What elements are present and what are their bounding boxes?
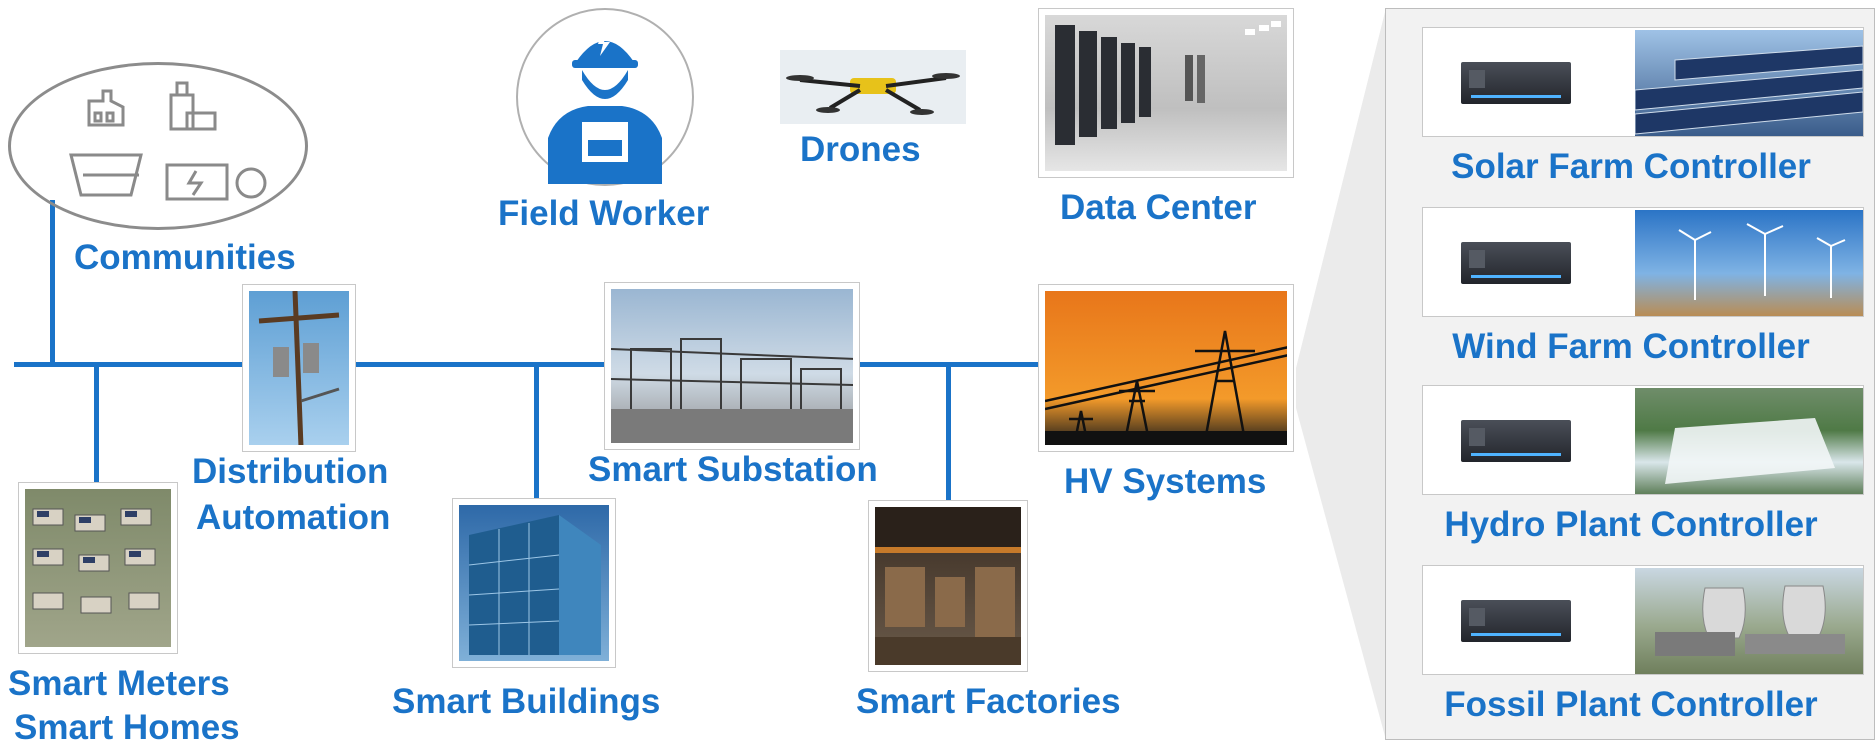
utility-pole-icon bbox=[258, 291, 340, 445]
field-worker-icon bbox=[548, 32, 662, 184]
transmission-towers-icon bbox=[1045, 330, 1287, 445]
homes-connector bbox=[94, 364, 99, 484]
data-center-label: Data Center bbox=[1060, 188, 1257, 227]
controller-rack-icon bbox=[1461, 600, 1571, 642]
drone-image bbox=[780, 50, 966, 124]
controller-rack-icon bbox=[1461, 242, 1571, 284]
solar-controller-box bbox=[1422, 27, 1864, 137]
distribution-label-line2: Automation bbox=[196, 498, 391, 537]
wind-farm-image bbox=[1635, 210, 1863, 316]
server-racks-icon bbox=[1055, 21, 1281, 145]
distribution-label-line1: Distribution bbox=[192, 452, 389, 491]
smart-homes-photo bbox=[18, 482, 178, 654]
field-worker-label: Field Worker bbox=[498, 194, 710, 233]
hv-systems-photo bbox=[1038, 284, 1294, 452]
solar-farm-image bbox=[1635, 30, 1863, 136]
communities-oval bbox=[8, 62, 308, 230]
buildings-connector bbox=[534, 364, 539, 499]
substation-photo bbox=[604, 282, 860, 450]
factory-interior-icon bbox=[875, 507, 1021, 665]
smart-factories-label: Smart Factories bbox=[856, 682, 1121, 721]
solar-controller-label: Solar Farm Controller bbox=[1451, 147, 1811, 186]
factories-connector bbox=[946, 364, 951, 500]
fossil-controller-label: Fossil Plant Controller bbox=[1444, 685, 1818, 724]
controllers-panel: Solar Farm Controller Wind Farm Controll… bbox=[1385, 8, 1875, 740]
fossil-controller-box bbox=[1422, 565, 1864, 675]
houses-icon bbox=[32, 508, 160, 614]
hydro-controller-box bbox=[1422, 385, 1864, 495]
distribution-photo bbox=[242, 284, 356, 452]
field-worker-circle bbox=[516, 8, 694, 186]
wind-controller-box bbox=[1422, 207, 1864, 317]
smart-substation-label: Smart Substation bbox=[588, 450, 878, 489]
smart-buildings-photo bbox=[452, 498, 616, 668]
communities-connector bbox=[50, 200, 55, 364]
data-center-photo bbox=[1038, 8, 1294, 178]
communities-label: Communities bbox=[74, 238, 296, 277]
callout-wedge bbox=[1296, 8, 1386, 740]
main-bus-line bbox=[14, 362, 1044, 367]
smart-meters-label: Smart Meters bbox=[8, 664, 230, 703]
community-buildings-icon bbox=[69, 81, 267, 201]
smart-buildings-label: Smart Buildings bbox=[392, 682, 661, 721]
substation-structure-icon bbox=[611, 338, 853, 443]
drone-icon bbox=[786, 73, 960, 115]
controller-rack-icon bbox=[1461, 420, 1571, 462]
drones-label: Drones bbox=[800, 130, 921, 169]
hydro-plant-image bbox=[1635, 388, 1863, 494]
smart-factories-photo bbox=[868, 500, 1028, 672]
controller-rack-icon bbox=[1461, 62, 1571, 104]
glass-building-icon bbox=[468, 515, 601, 655]
fossil-plant-image bbox=[1635, 568, 1863, 674]
smart-homes-label: Smart Homes bbox=[14, 708, 240, 747]
wind-controller-label: Wind Farm Controller bbox=[1452, 327, 1810, 366]
hydro-controller-label: Hydro Plant Controller bbox=[1444, 505, 1818, 544]
hv-systems-label: HV Systems bbox=[1064, 462, 1267, 501]
